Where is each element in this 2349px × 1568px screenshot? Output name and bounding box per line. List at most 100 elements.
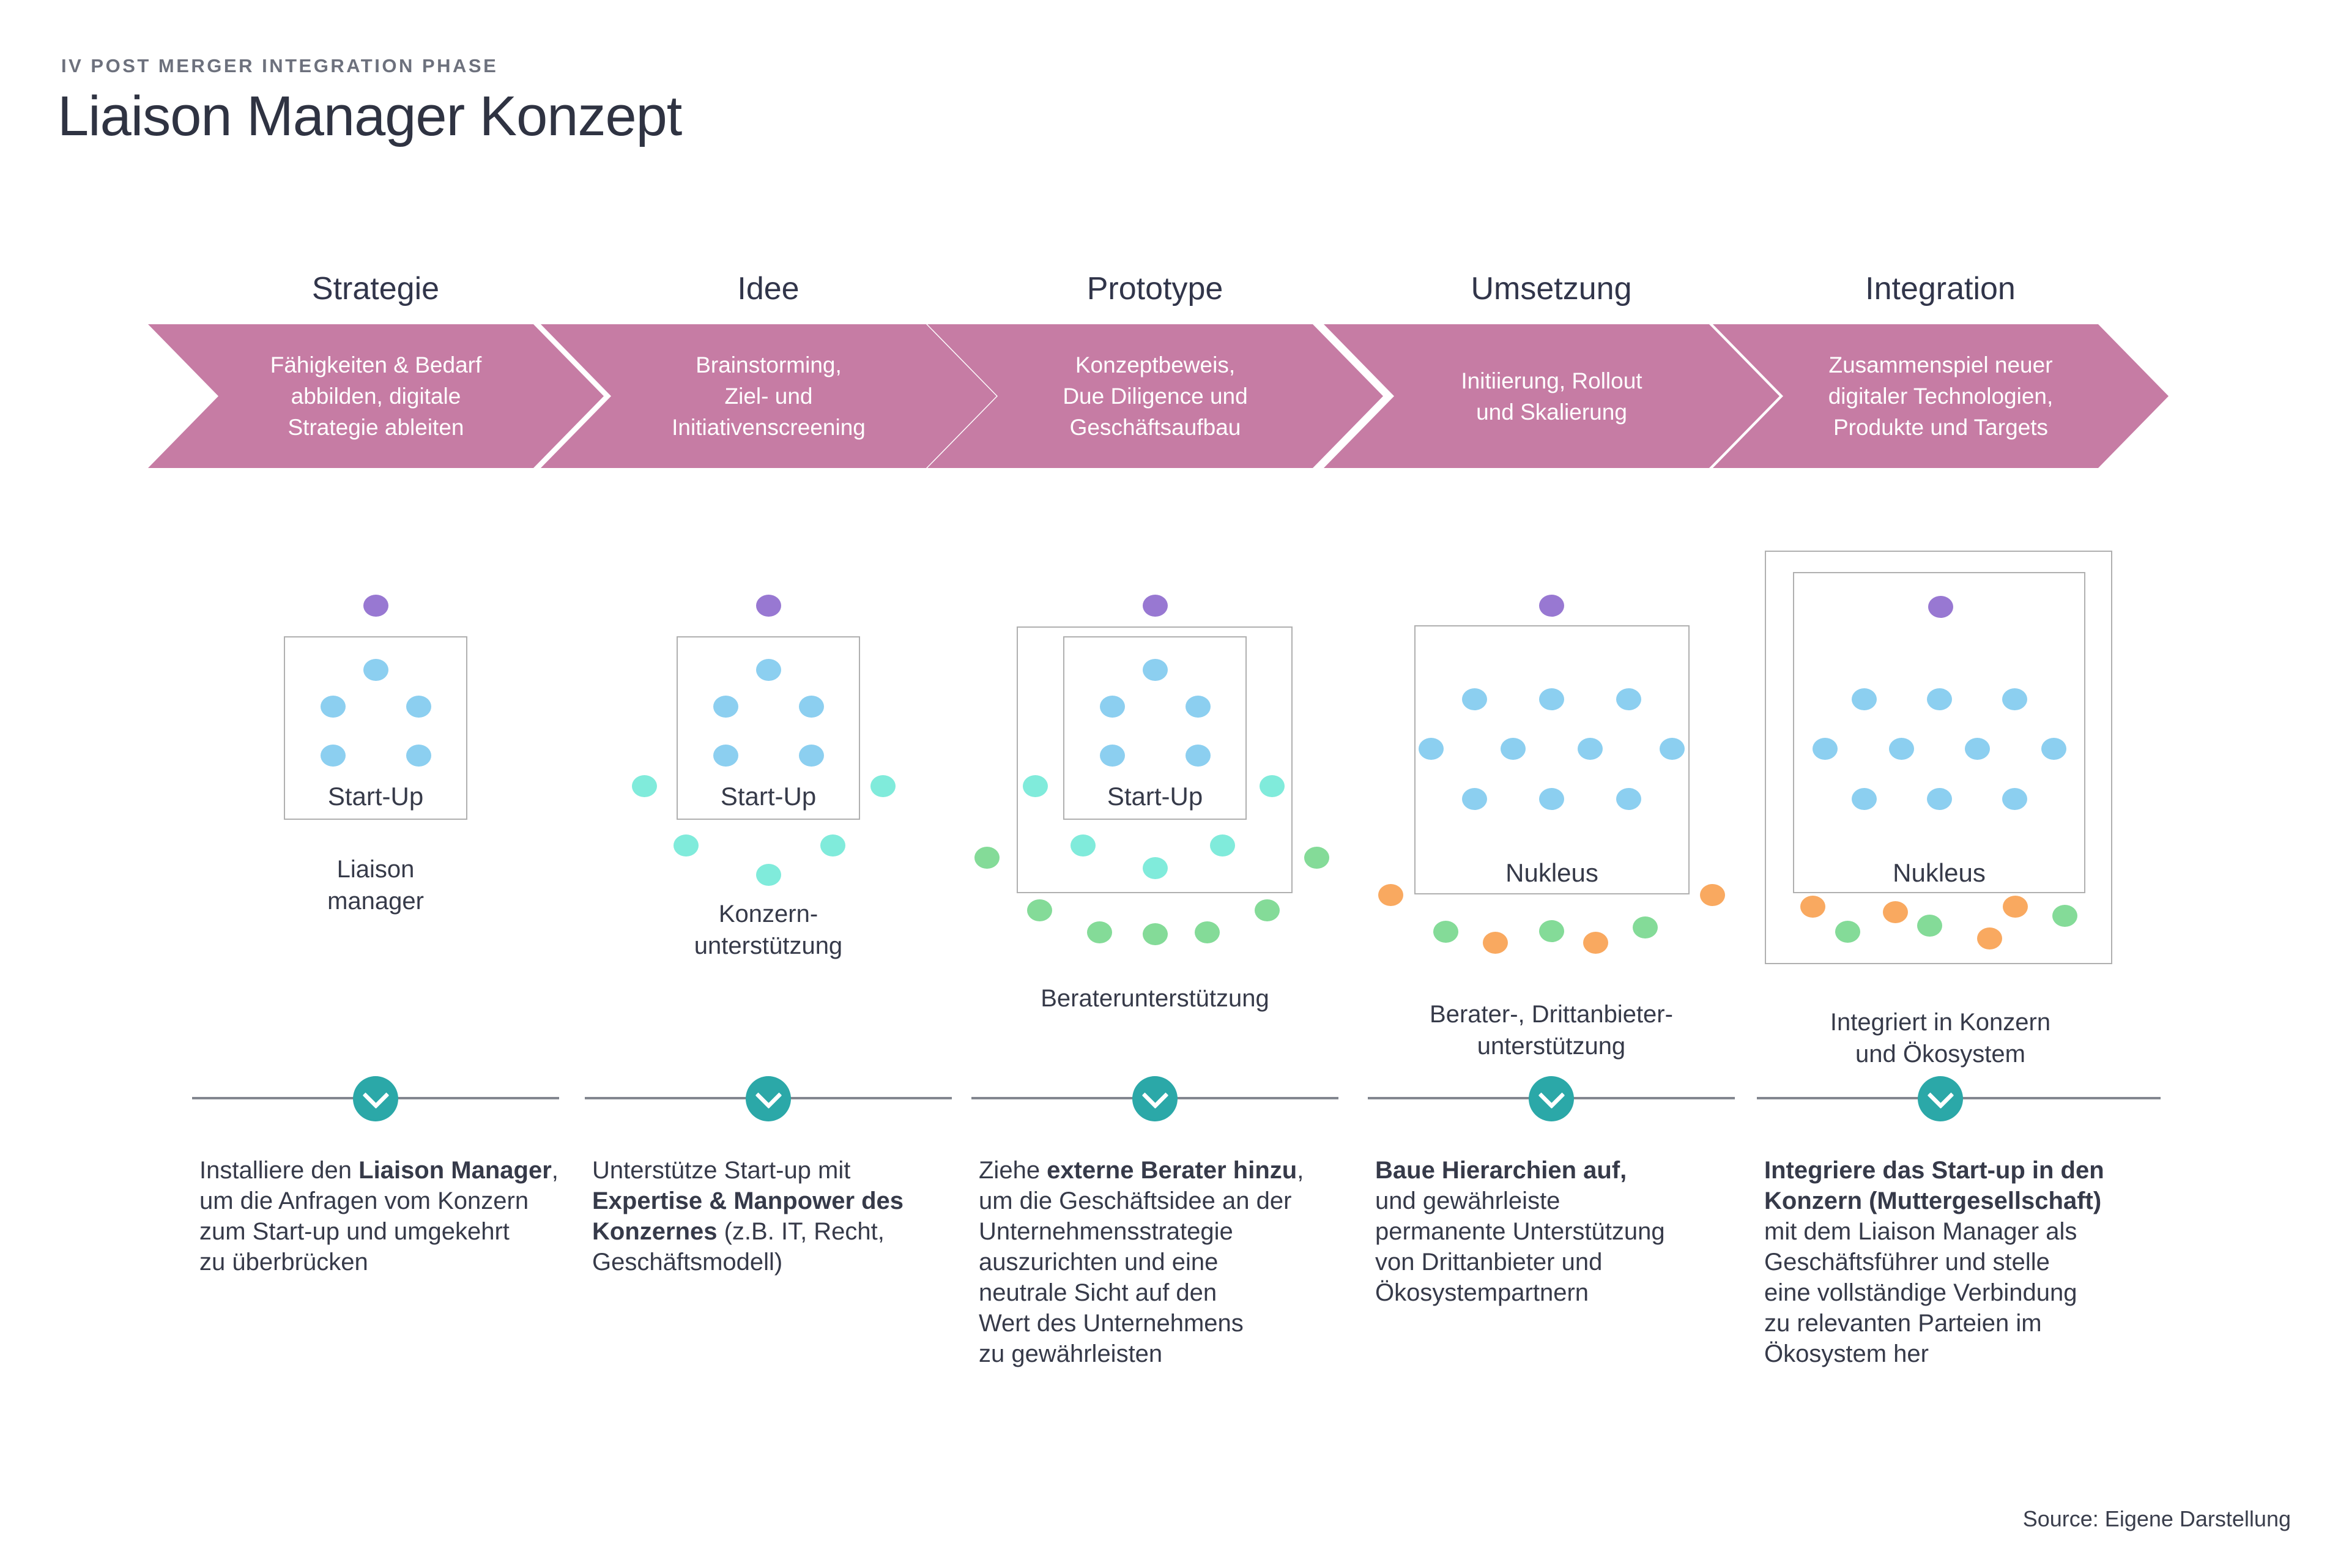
blue-dot [1616,788,1641,810]
purple-dot [1928,596,1953,618]
description-bold-text: Integriere das Start-up in den Konzern (… [1764,1157,2104,1214]
phase-title-prototype: Prototype [1086,271,1223,307]
description-bold-text: Liaison Manager [358,1157,552,1184]
blue-dot [1852,788,1877,810]
blue-dot [1186,696,1211,718]
orange-dot [1800,896,1825,918]
purple-dot [1539,595,1564,617]
phase-arrow-integration: Zusammenspiel neuer digitaler Technologi… [1713,324,2169,468]
chevron-glyph [1538,1082,1565,1109]
cluster-label-idee: Konzern- unterstützung [694,901,843,959]
chevron-glyph [1927,1082,1954,1109]
blue-dot [1462,788,1487,810]
blue-dot [1100,696,1125,718]
orange-dot [1883,901,1908,923]
box-label: Nukleus [1505,858,1598,887]
blue-dot [1143,659,1168,681]
chevron-down-icon [1132,1076,1178,1121]
phase-title-integration: Integration [1865,271,2016,307]
green-dot [1143,923,1168,945]
arrow-label: Konzeptbeweis, Due Diligence und Geschäf… [1063,352,1248,440]
green-dot [1539,920,1564,942]
green-dot [1917,915,1942,937]
description-text: , um die Anfragen vom Konzern zum Start-… [199,1157,558,1276]
green-dot [1633,916,1658,938]
description-text: Ziehe [979,1157,1047,1184]
phase-description-prototype: Ziehe externe Berater hinzu, um die Gesc… [979,1155,1364,1369]
green-dot [1195,921,1220,943]
blue-dot [1578,738,1603,760]
blue-dot [363,659,388,681]
page-title: Liaison Manager Konzept [58,85,682,147]
phase-description-integration: Integriere das Start-up in den Konzern (… [1764,1155,2150,1369]
source-note: Source: Eigene Darstellung [2022,1506,2291,1531]
description-text: mit dem Liaison Manager als Geschäftsfüh… [1764,1218,2077,1367]
green-dot [1087,921,1112,943]
phase-title-umsetzung: Umsetzung [1471,271,1632,307]
blue-dot [1462,688,1487,710]
chevron-down-icon [1529,1076,1574,1121]
phase-arrow-strategie: Fähigkeiten & Bedarf abbilden, digitale … [148,324,604,468]
blue-dot [1616,688,1641,710]
mint-dot [1210,834,1235,856]
blue-dot [713,745,738,767]
phase-arrow-umsetzung: Initiierung, Rollout und Skalierung [1324,324,1779,468]
startup-box: Start-Up [1063,636,1247,820]
box-label: Start-Up [720,782,817,811]
arrow-label: Initiierung, Rollout und Skalierung [1461,368,1642,425]
phase-arrow-idee: Brainstorming, Ziel- und Initiativenscre… [541,324,996,468]
phase-description-umsetzung: Baue Hierarchien auf, und gewährleiste p… [1375,1155,1761,1308]
description-text: und gewährleiste permanente Unterstützun… [1375,1187,1665,1306]
cluster-label-strategie: Liaison manager [327,856,424,915]
description-bold-text: Expertise & Manpower des Konzernes [592,1187,904,1245]
blue-dot [1660,738,1685,760]
description-text: Installiere den [199,1157,359,1184]
arrow-label: Brainstorming, Ziel- und Initiativenscre… [672,352,866,440]
chevron-down-icon [353,1076,398,1121]
description-text: , um die Geschäftsidee an der Unternehme… [979,1157,1304,1367]
mint-dot [1071,834,1096,856]
blue-dot [1501,738,1526,760]
chevron-glyph [755,1082,782,1109]
orange-dot [1583,932,1608,954]
mint-dot [820,834,845,856]
blue-dot [1927,688,1952,710]
mint-dot [1023,775,1048,797]
blue-dot [1539,788,1564,810]
green-dot [1027,899,1052,921]
nukleus-box: Nukleus [1793,572,2085,893]
phase-arrow-prototype: Konzeptbeweis, Due Diligence und Geschäf… [927,324,1383,468]
mint-dot [632,775,657,797]
blue-dot [713,696,738,718]
phase-title-idee: Idee [737,271,800,307]
orange-dot [1378,884,1403,906]
blue-dot [756,659,781,681]
purple-dot [756,595,781,617]
description-bold-text: externe Berater hinzu [1047,1157,1297,1184]
green-dot [974,847,1000,869]
blue-dot [1813,738,1838,760]
cluster-label-integration: Integriert in Konzern und Ökosystem [1830,1009,2051,1068]
blue-dot [1927,788,1952,810]
arrow-label: Fähigkeiten & Bedarf abbilden, digitale … [270,352,482,440]
startup-box: Start-Up [284,636,467,820]
chevron-down-icon [1918,1076,1963,1121]
blue-dot [2002,688,2027,710]
green-dot [1433,921,1458,943]
green-dot [1304,847,1329,869]
green-dot [2052,905,2077,927]
blue-dot [2002,788,2027,810]
box-label: Nukleus [1893,858,1986,887]
orange-dot [2003,896,2028,918]
startup-box: Start-Up [677,636,860,820]
box-label: Start-Up [1107,782,1203,811]
description-text: (z.B. IT, Recht, Geschäftsmodell) [592,1218,885,1276]
blue-dot [1419,738,1444,760]
